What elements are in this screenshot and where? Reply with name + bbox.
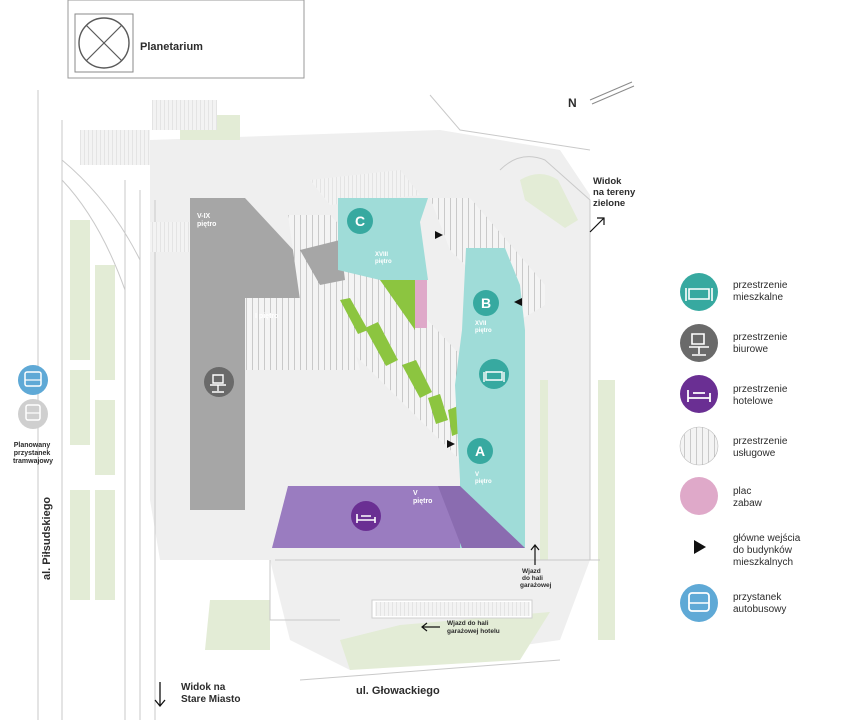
armchair-icon — [479, 359, 509, 389]
green-area — [70, 220, 90, 360]
building-c-badge — [347, 208, 373, 234]
hotel-floor-label: V piętro — [413, 490, 432, 505]
hotel-garage-arrow — [421, 622, 440, 632]
office-floor-label: V-IX piętro — [197, 213, 216, 228]
office-chair-icon — [204, 367, 234, 397]
green-area — [205, 600, 270, 650]
entrance-triangle-icon — [447, 440, 455, 448]
garage-entry-arrow — [530, 544, 540, 565]
b-floor-label: XVII piętro — [475, 321, 492, 334]
north-label: N — [568, 96, 577, 110]
bus-stop-left — [18, 365, 48, 395]
planetarium-label: Planetarium — [140, 41, 203, 53]
street-glowackiego-label: ul. Głowackiego — [356, 685, 440, 697]
green-area — [95, 265, 115, 380]
a-floor-label: V piętro — [475, 472, 492, 485]
office-chair-icon — [680, 324, 718, 362]
tram-stop-label: Planowany przystanek tramwajowy — [13, 442, 53, 465]
entrance-triangle-icon — [435, 231, 443, 239]
entrance-markers — [435, 231, 522, 448]
street-pilsudskiego-label: al. Piłsudskiego — [41, 497, 53, 580]
residential-building-c: C XVIII piętro — [338, 198, 428, 280]
planetarium-building: Planetarium — [67, 0, 305, 79]
c-floor-label: XVIII piętro — [375, 252, 392, 265]
playground-area — [415, 278, 427, 328]
green-area — [540, 380, 548, 560]
tram-stop — [18, 399, 48, 429]
north-arrow: N — [568, 81, 635, 110]
green-area — [70, 490, 90, 600]
garage-entry-label: Wjazd do hali garażowej — [520, 568, 552, 589]
first-floor-label: I piętro — [255, 313, 278, 320]
building-c-letter: C — [355, 213, 365, 229]
playground-swatch-icon — [680, 477, 718, 515]
green-area — [598, 380, 615, 640]
green-area — [70, 370, 90, 445]
green-area — [340, 612, 550, 670]
view-green-label: Widok na tereny zielone — [593, 176, 638, 209]
view-old-town-arrow — [154, 682, 166, 708]
building-a-badge — [467, 438, 493, 464]
hotel-garage-label: Wjazd do hali garażowej hotelu — [447, 620, 500, 635]
green-area — [95, 400, 115, 475]
crosswalks — [80, 100, 533, 619]
residential-building-ab: B XVII piętro A V piętro — [455, 248, 525, 548]
building-b-badge — [473, 290, 499, 316]
bed-icon — [680, 375, 718, 413]
entrance-triangle-icon — [514, 298, 522, 306]
building-b-letter: B — [481, 295, 491, 311]
hotel-building: V piętro — [272, 486, 525, 548]
green-area — [95, 490, 115, 600]
armchair-icon — [680, 273, 718, 311]
tram-icon — [18, 399, 48, 429]
stripes-icon — [679, 426, 719, 466]
triangle-entrance-icon — [694, 540, 706, 554]
green-area — [520, 174, 578, 228]
view-green-arrow — [589, 217, 605, 233]
view-old-town-label: Widok na Stare Miasto — [181, 682, 240, 705]
building-a-letter: A — [475, 443, 485, 459]
office-building: V-IX piętro — [190, 198, 310, 510]
